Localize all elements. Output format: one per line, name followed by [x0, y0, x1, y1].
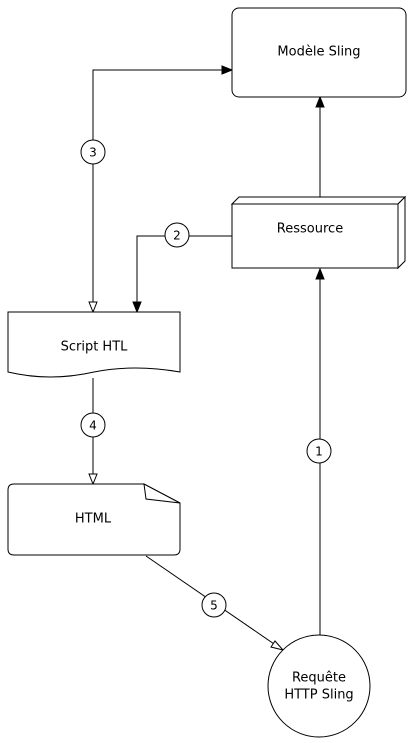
resource-label: Ressource [277, 222, 343, 237]
step-number-4: 4 [89, 419, 97, 433]
request-label-line1: Requête [292, 671, 346, 686]
node-html: HTML [7, 483, 181, 556]
edge-script-to-model [92, 69, 222, 312]
step-number-3: 3 [89, 146, 97, 160]
arrowhead-html-top [88, 473, 98, 486]
arrowhead-script-top-left [88, 301, 98, 314]
step-badge-5: 5 [201, 592, 227, 618]
step-badge-2: 2 [164, 222, 190, 248]
arrowhead-resource-bottom [315, 267, 325, 280]
step-badge-1: 1 [306, 438, 332, 464]
node-sling-model: Modèle Sling [231, 7, 407, 98]
node-resource: Ressource [230, 195, 407, 270]
step-number-5: 5 [210, 599, 218, 613]
step-number-2: 2 [173, 229, 181, 243]
edge-resource-to-script [136, 235, 232, 302]
step-badge-3: 3 [80, 139, 106, 165]
step-number-1: 1 [315, 445, 323, 459]
html-label: HTML [75, 512, 112, 527]
arrowhead-model-bottom [315, 95, 325, 108]
htl-script-label: Script HTL [61, 340, 129, 355]
node-htl-script: Script HTL [7, 311, 181, 378]
step-badge-4: 4 [80, 412, 106, 438]
arrowhead-model-left [221, 65, 234, 75]
node-http-request: Requête HTTP Sling [267, 634, 371, 738]
arrowhead-request [270, 640, 285, 651]
arrowhead-script-top-right [132, 301, 142, 314]
request-label-line2: HTTP Sling [284, 688, 353, 703]
html-page-fold [143, 483, 181, 504]
sling-model-label: Modèle Sling [277, 45, 360, 60]
